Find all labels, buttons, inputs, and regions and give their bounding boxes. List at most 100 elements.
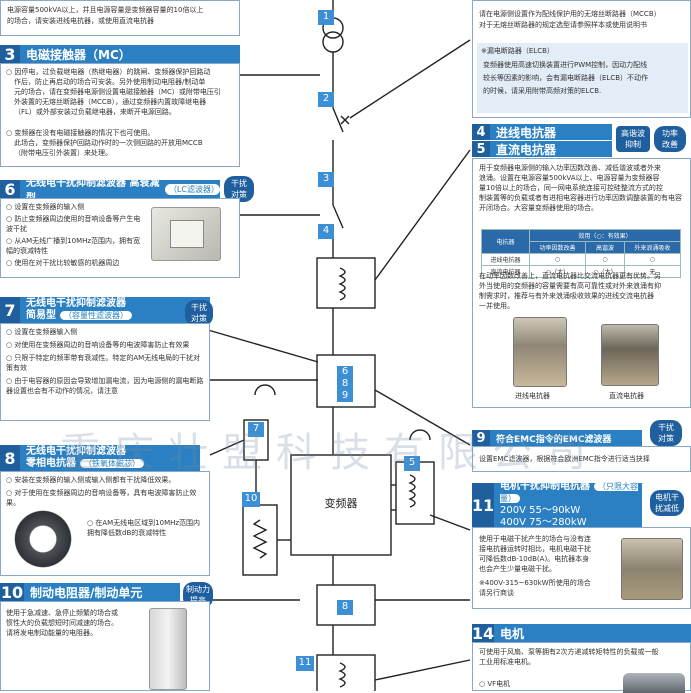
section-3-body: ○ 因停电，过负载继电器（热继电器）的跳闸、变频器保护回路动 作后，防止再启动的… bbox=[0, 63, 240, 167]
section-11-title: 电机干扰抑制电抗器（只限大容量） 200V 55～90kW 400V 75～28… bbox=[494, 481, 642, 528]
s6-item-1: 防止变频器周边使用的音响设备等产生电波干扰 bbox=[6, 215, 141, 233]
s11-note-0: ※400V-315~630kW所使用的场合 bbox=[479, 579, 591, 587]
harmonic-tag: 高谐波 抑制 bbox=[616, 126, 650, 152]
tag1-l1: 抑制 bbox=[625, 140, 641, 149]
s14-line-0: 可使用于风扇、泵等拥有2次方递减转矩特性的负载或一般 bbox=[479, 648, 659, 656]
section-5-number: 5 bbox=[472, 141, 490, 157]
s45-line-1: 浪涌。设置在电源容量500kVA以上、电源容量为变频器容 bbox=[479, 174, 660, 182]
section-3-header: 3 电磁接触器（MC） bbox=[0, 45, 240, 64]
table-header-reactor: 电抗器 bbox=[481, 229, 530, 254]
section-3-bullet-2: ○ 变频器在没有电磁接触器的情况下也可使用。 此场合，变频器保护回路动作时的一次… bbox=[6, 128, 238, 158]
elcb-line-0: 变频器使用高速切换装置进行PWM控制，因动力配线 bbox=[483, 61, 648, 69]
section-7-header: 7 无线电干扰抑制滤波器 简易型（容量性滤波器） bbox=[0, 297, 210, 323]
s11-note-1: 请另行商谈 bbox=[479, 589, 514, 597]
power-capacity-note: 电源容量500kVA以上，并且电源容量是变频器容量的10倍以上 的场合，请安装进… bbox=[0, 0, 240, 36]
section-14-title: 电机 bbox=[494, 624, 691, 642]
s6-item-2: 从AM无线广播到10MHz范围内，拥有宽幅的衰减特性 bbox=[6, 237, 141, 255]
s3-b2-l1: 此场合，变频器保护回路动作时的一次侧回路的开放用MCCB bbox=[14, 139, 203, 147]
section-4-5-text-2: 在动率因数改善上，直流电抗器比交流电抗器更有优势。另 外当使用的变频器的容量需要… bbox=[479, 271, 689, 311]
s45-line2-2: 制需求时，推荐与有外来浪涌吸收效果的进线交流电抗器 bbox=[479, 292, 654, 300]
table-row: 直流电抗器 ○（大） ○（大） 无 bbox=[481, 265, 682, 278]
s11-line-0: 使用于电磁干扰产生的场合与没有连 bbox=[479, 535, 591, 543]
input-reactor-caption: 进线电抗器 bbox=[515, 392, 550, 400]
section-9-title: 符合EMC指令的EMC滤波器 bbox=[490, 430, 642, 446]
section-8-title: 无线电干扰抑制滤波器 零相电抗器（铁氧体磁芯） bbox=[20, 445, 200, 471]
lc-filter-image bbox=[151, 207, 221, 261]
s8-title-l0: 无线电干扰抑制滤波器 bbox=[26, 446, 126, 457]
table-cell: ○ bbox=[623, 253, 682, 266]
watermark: 重庆壮盟科技有限公司 bbox=[60, 430, 600, 476]
section-6-number: 6 bbox=[0, 180, 20, 199]
s7-title-l1: 简易型 bbox=[26, 310, 56, 321]
mccb-note: 请在电源侧设置作为配线保护用的无熔丝断路器（MCCB） 对于无熔丝断路器的规定选… bbox=[472, 0, 691, 118]
s3-b1-l4: （FL）或外部安装过负载继电器，来断开电源回路。 bbox=[14, 108, 176, 116]
section-3-number: 3 bbox=[0, 45, 20, 64]
s7-item-1: 对使用在变频器周边的音响设备等的电波障害防止有效果 bbox=[14, 341, 190, 349]
section-14-text: 可使用于风扇、泵等拥有2次方递减转矩特性的负载或一般 工业用标准电机。 ○ VF… bbox=[479, 647, 689, 689]
section-11-noise-tag: 电机干 扰减低 bbox=[650, 490, 684, 516]
s8-item-1: 对于使用在变频器周边的音响设备等，具有电波障害防止效果。 bbox=[6, 489, 197, 507]
s6-tag-l1: 对策 bbox=[231, 190, 247, 199]
section-14-number: 14 bbox=[471, 623, 495, 643]
section-3-title: 电磁接触器（MC） bbox=[20, 45, 240, 63]
section-10-header: 10 制动电阻器/制动单元 bbox=[0, 583, 180, 602]
section-8-list-top: ○ 安装在变频器的输入侧或输入侧都有干扰降低效果。 ○ 对于使用在变频器周边的音… bbox=[6, 476, 197, 507]
s10-tag-l0: 制动力 bbox=[186, 585, 210, 594]
reactor-effect-table: 电抗器 效用（○：有效果） 功率因数改善 高谐波 外来浪涌吸收 进线电抗器 ○ … bbox=[481, 229, 682, 278]
diagram-label-4: 4 bbox=[318, 224, 334, 239]
s10-line-2: 请将发电制动能量的电阻器。 bbox=[6, 629, 97, 637]
s7-item-2: 只限于特定的频率带有衰减性。特定的AM无线电局的干扰对策有效 bbox=[6, 354, 201, 372]
diagram-label-7: 7 bbox=[248, 422, 264, 437]
braking-unit-image bbox=[149, 608, 187, 690]
section-14-body: 可使用于风扇、泵等拥有2次方递减转矩特性的负载或一般 工业用标准电机。 ○ VF… bbox=[472, 642, 691, 693]
diagram-label-8: 8 bbox=[337, 378, 353, 390]
diagram-label-5: 5 bbox=[404, 456, 420, 471]
s9-tag-l0: 干扰 bbox=[658, 423, 674, 432]
s10-line-1: 惯性大的负载想短时间减速的场合。 bbox=[6, 619, 118, 627]
section-3-bullet-1: ○ 因停电，过负载继电器（热继电器）的跳闸、变频器保护回路动 作后，防止再启动的… bbox=[6, 67, 238, 117]
section-6-body: ○ 设置在变频器的输入侧 ○ 防止变频器周边使用的音响设备等产生电波干扰 ○ 从… bbox=[0, 198, 240, 278]
s7-subtitle: （容量性滤波器） bbox=[60, 311, 132, 320]
s7-item-0: 设置在变频器输入侧 bbox=[14, 328, 78, 336]
inverter-label: 变频器 bbox=[324, 497, 358, 510]
section-4-5-text: 用于变频器电源侧的输入功率因数改善、减低谐波或者外来 浪涌。设置在电源容量500… bbox=[479, 163, 689, 213]
elcb-title: ※漏电断路器（ELCB） bbox=[481, 47, 554, 55]
section-9-number: 9 bbox=[472, 430, 490, 446]
section-9-header: 9 符合EMC指令的EMC滤波器 bbox=[472, 430, 642, 446]
s3-b1-l0: 因停电，过负载继电器（热继电器）的跳闸、变频器保护回路动 bbox=[14, 68, 211, 76]
diagram-label-11: 11 bbox=[296, 656, 314, 671]
table-cell: ○（大） bbox=[528, 265, 587, 278]
section-4-header: 4 进线电抗器 bbox=[472, 124, 612, 140]
section-7-noise-tag: 干扰 对策 bbox=[185, 300, 213, 326]
dc-reactor-image bbox=[601, 324, 659, 386]
ferrite-core-image bbox=[7, 510, 79, 568]
s45-line-0: 用于变频器电源侧的输入功率因数改善、减低谐波或者外来 bbox=[479, 164, 661, 172]
section-11-number: 11 bbox=[472, 483, 494, 527]
power-note-line-2: 的场合，请安装进线电抗器，或使用直流电抗器 bbox=[7, 17, 154, 25]
section-9-noise-tag: 干扰 对策 bbox=[650, 420, 682, 446]
section-10-title: 制动电阻器/制动单元 bbox=[24, 583, 180, 601]
diagram-label-8b: 8 bbox=[337, 600, 353, 615]
s3-b1-l2: 元的场合，请在变频器电源侧设置电磁接触器（MC）或附带电压引 bbox=[14, 88, 221, 96]
s6-item-3: 使用在对干扰比较敏感的机器周边 bbox=[14, 259, 120, 267]
s11-spec-2: 400V 75～280kW bbox=[500, 517, 587, 528]
section-6-title: 无线电干扰抑制滤波器 高衰减型 （LC滤波器） bbox=[20, 178, 220, 204]
s45-line-3: 制装置等的负载或者有进相电容器进行功率因数调整装置的有电容 bbox=[479, 194, 682, 202]
table-col-surge: 外来浪涌吸收 bbox=[623, 241, 682, 254]
s11-line-1: 接电抗器运转时相比，电机电磁干扰 bbox=[479, 545, 591, 553]
elcb-line-2: 的时候，请采用附带高频对策的ELCB. bbox=[483, 87, 602, 95]
s6-item-0: 设置在变频器的输入侧 bbox=[14, 203, 85, 211]
s45-line2-1: 外当使用的变频器的容量需要有高可靠性或对外来浪涌有抑 bbox=[479, 282, 661, 290]
s3-b1-l3: 外装置的无熔丝断路器（MCCB），通过变频器内置故障继电器 bbox=[14, 98, 207, 106]
section-11-header: 11 电机干扰抑制电抗器（只限大容量） 200V 55～90kW 400V 75… bbox=[472, 481, 642, 528]
tag2-l0: 功率 bbox=[662, 129, 678, 138]
s11-spec-1: 200V 55～90kW bbox=[500, 505, 581, 516]
s7-title-l0: 无线电干扰抑制滤波器 bbox=[26, 298, 126, 309]
s11-tag-l1: 扰减低 bbox=[655, 504, 679, 513]
section-4-title: 进线电抗器 bbox=[490, 124, 612, 140]
elcb-line-1: 较长等因素的影响，会有漏电断路器（ELCB）不动作 bbox=[483, 74, 649, 82]
section-11-text: 使用于电磁干扰产生的场合与没有连 接电抗器运转时相比，电机电磁干扰 可降低数dB… bbox=[479, 534, 619, 598]
section-7-title: 无线电干扰抑制滤波器 简易型 （容量性滤波器） bbox=[20, 297, 210, 323]
s3-b2-l2: （附带电压引外装置）来处理。 bbox=[14, 149, 112, 157]
